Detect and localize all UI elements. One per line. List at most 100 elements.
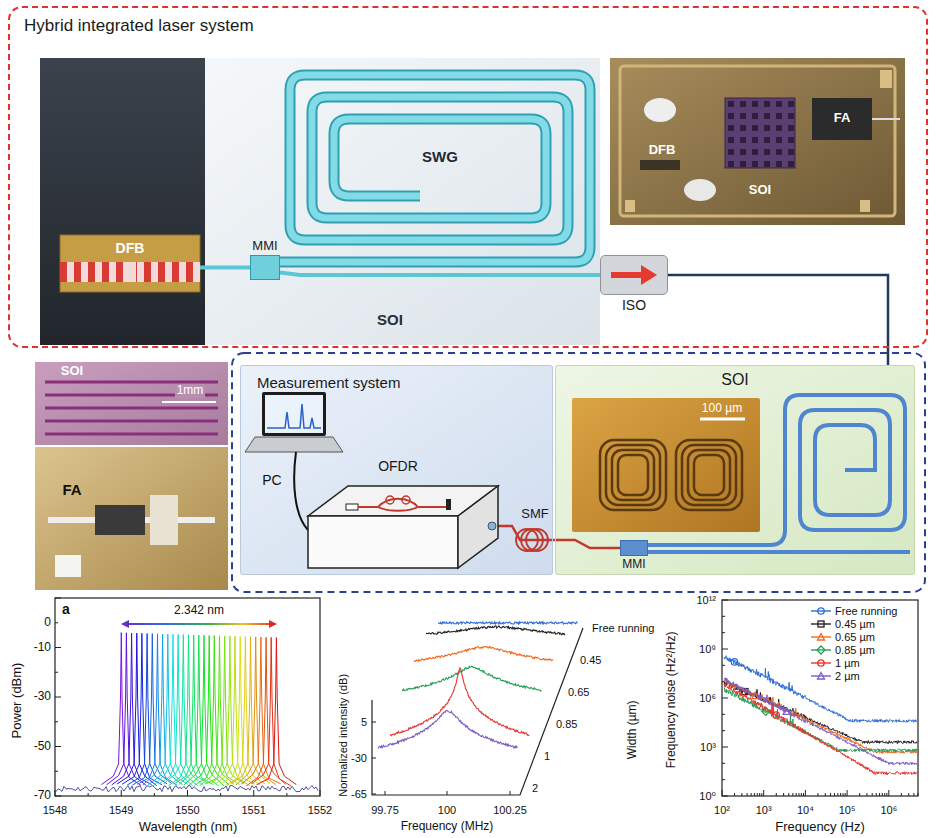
beat-spectrum <box>390 668 529 736</box>
tick <box>385 791 386 795</box>
text-label: 1mm <box>175 384 206 398</box>
circle-shape <box>402 496 410 504</box>
mmi-coupler: MMI <box>250 255 280 280</box>
fa-package-photo <box>35 447 228 590</box>
text-label: 10³ <box>700 741 716 754</box>
tick <box>55 790 56 796</box>
phase-shift <box>126 262 136 282</box>
tick <box>722 790 723 796</box>
marker-circle <box>773 712 779 718</box>
legend-line <box>811 623 831 624</box>
tick <box>55 697 61 698</box>
tick <box>747 793 748 796</box>
tick <box>55 598 61 599</box>
polygon-shape <box>641 265 657 285</box>
noise-curve <box>724 678 917 765</box>
text-label: 2.342 nm <box>174 604 224 618</box>
laser-spectrum <box>251 637 291 786</box>
tick <box>859 793 860 796</box>
noise-curve <box>724 681 917 744</box>
beat-spectrum <box>402 666 541 691</box>
fiber-array <box>812 98 872 140</box>
text-label: 0 <box>44 616 51 630</box>
text-label: SOI <box>61 364 83 379</box>
connector <box>280 273 600 276</box>
tick <box>913 793 914 796</box>
legend-text: 0.85 µm <box>835 644 875 657</box>
arrow-head <box>269 620 277 628</box>
text-label: -10 <box>34 641 51 655</box>
laser-spectrum <box>257 638 297 785</box>
tick <box>763 790 764 796</box>
text-label: PC <box>262 472 281 488</box>
tick <box>884 793 885 796</box>
chart-a-data <box>55 598 320 796</box>
marker-diamond <box>817 646 825 654</box>
beat-spectrum <box>438 622 577 624</box>
laptop-base <box>245 437 343 452</box>
text-label: 1551 <box>242 804 266 817</box>
node-label: DFB <box>116 240 145 256</box>
swg-spiral <box>280 75 590 262</box>
tick <box>796 793 797 796</box>
tick <box>783 793 784 796</box>
circle-shape <box>386 496 394 504</box>
pad <box>625 200 635 212</box>
mmi-coupler: MMI <box>620 540 648 556</box>
text-label: 10² <box>714 804 730 817</box>
tick <box>121 790 122 796</box>
tick <box>879 793 880 796</box>
text-label: FA <box>62 481 81 498</box>
legend-text: Free running <box>835 605 897 618</box>
soi-test-panel: SOIMMI <box>555 365 915 575</box>
fiber <box>48 517 95 523</box>
tick <box>761 793 762 796</box>
legend-text: 2 µm <box>835 670 860 683</box>
tick <box>801 793 802 796</box>
connector <box>668 275 888 365</box>
tick <box>888 790 889 796</box>
chart-b-axes <box>372 628 583 795</box>
tick <box>55 622 58 623</box>
isolator-shape <box>601 256 669 296</box>
text-label: 10⁰ <box>699 790 716 803</box>
tick <box>722 779 725 780</box>
tick <box>837 793 838 796</box>
text-label: DFB <box>649 143 676 158</box>
text-label: 10³ <box>756 804 772 817</box>
text-label: 5 <box>361 716 367 729</box>
tick <box>886 793 887 796</box>
tick <box>866 793 867 796</box>
scale-bar <box>700 418 745 421</box>
tick <box>776 793 777 796</box>
legend-line <box>811 636 831 637</box>
tick <box>798 793 799 796</box>
laser-spectrum <box>122 633 162 784</box>
text-label: 10⁴ <box>797 804 814 817</box>
text-label: 0.45 <box>580 654 601 667</box>
legend-line <box>811 675 831 676</box>
text-label: 100 <box>438 804 456 817</box>
polygon-shape <box>458 486 498 568</box>
tick <box>722 665 725 666</box>
device-rows <box>45 382 218 434</box>
noise-floor <box>56 786 318 792</box>
beat-spectrum <box>414 646 553 661</box>
text-label: 0.85 <box>556 718 577 731</box>
tick <box>901 793 902 796</box>
node-label: Measurement system <box>257 374 400 391</box>
data-cable <box>294 452 308 530</box>
chart-c-data <box>722 600 918 796</box>
tick <box>372 722 376 723</box>
tape <box>55 555 81 577</box>
soi-chip: SOIMMI <box>205 58 600 345</box>
package-frame <box>620 66 895 216</box>
tick <box>220 793 221 796</box>
text-label: -50 <box>34 740 51 754</box>
rect-shape <box>676 440 742 510</box>
dark-background <box>40 58 205 345</box>
micrograph <box>572 398 760 532</box>
